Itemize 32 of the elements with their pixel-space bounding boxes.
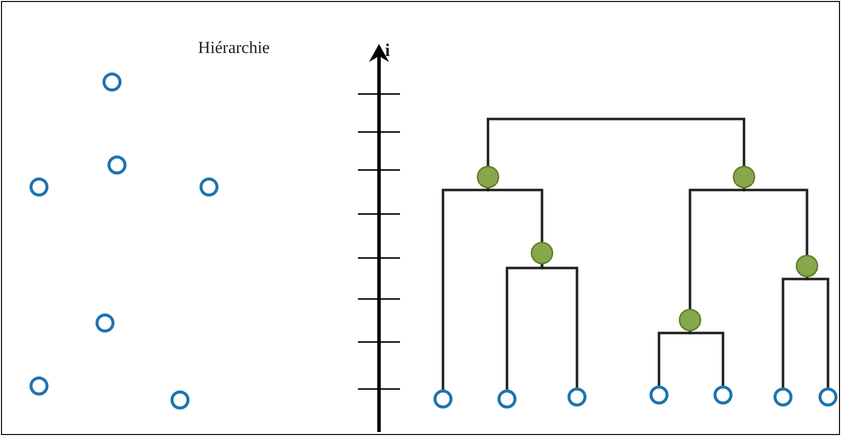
data-point (648, 384, 670, 406)
dendrogram-link (540, 264, 578, 388)
dendrogram-link (486, 188, 544, 242)
axis-title: Hiérarchie (198, 38, 270, 58)
data-point (566, 386, 588, 408)
cluster-node (732, 165, 756, 189)
data-point (101, 71, 123, 93)
dendrogram-link (442, 188, 490, 390)
data-point (28, 375, 50, 397)
data-point (772, 386, 794, 408)
axis-label: i (385, 40, 390, 61)
data-point (106, 154, 128, 176)
dendrogram-link (506, 264, 544, 390)
dendrogram-link (806, 277, 830, 388)
cluster-node (476, 165, 500, 189)
data-point (169, 389, 191, 411)
data-point (712, 384, 734, 406)
dendrogram-link (486, 118, 746, 166)
data-point (496, 388, 518, 410)
cluster-node (530, 241, 554, 265)
cluster-node (678, 308, 702, 332)
dendrogram-link (658, 331, 692, 386)
cluster-node (795, 254, 819, 278)
data-point (198, 176, 220, 198)
data-point (94, 312, 116, 334)
data-point (28, 176, 50, 198)
data-point (817, 386, 839, 408)
dendrogram-link (688, 188, 746, 309)
dendrogram-link (782, 277, 808, 388)
data-point (432, 388, 454, 410)
dendrogram-link (688, 331, 724, 386)
dendrogram-link (742, 188, 808, 255)
